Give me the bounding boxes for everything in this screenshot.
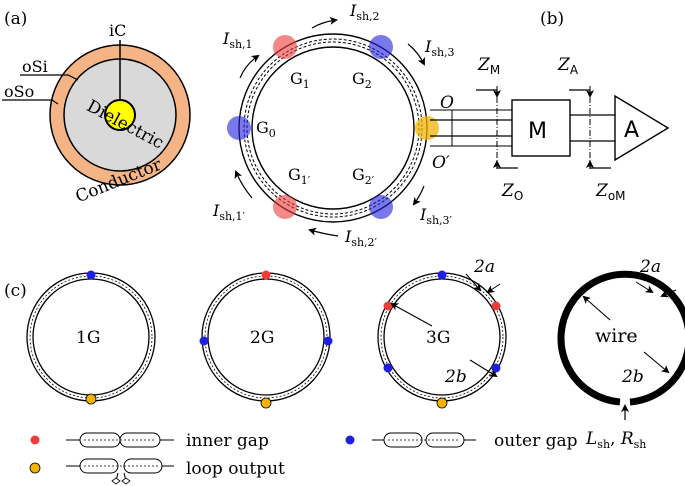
wire-loop	[557, 270, 685, 406]
label-zm: ZM	[477, 55, 500, 77]
wire-2a-arrow-out	[660, 289, 677, 298]
label-zo: ZO	[501, 181, 523, 203]
label-zom: ZoM	[595, 181, 626, 203]
wire-2b-arrow	[643, 351, 670, 374]
block-a	[614, 94, 670, 162]
legend-outer-gap-dot	[345, 435, 355, 445]
arrow-zm	[476, 89, 501, 98]
label-port-o: O	[440, 93, 454, 113]
3g-2a-arrow-out	[486, 283, 501, 294]
label-g2: G2	[352, 69, 372, 91]
wire-2a-arrow-in	[635, 281, 654, 294]
gap-g2p-marker	[369, 195, 393, 219]
legend-inner-gap-symbol	[66, 432, 174, 448]
block-m-label: M	[528, 119, 547, 144]
label-wire-2a: 2a	[639, 257, 661, 277]
2g-inner-gap	[261, 270, 271, 280]
panel-label-a: (a)	[4, 9, 27, 29]
arrow-ish2	[311, 16, 338, 29]
3g-2a-arrow-in	[465, 273, 482, 292]
legend-loop-output-dot	[29, 462, 41, 474]
label-ish2: Ish,2	[349, 1, 380, 23]
arrow-ish2p	[308, 227, 339, 237]
label-2g: 2G	[250, 328, 274, 348]
label-3g-2b: 2b	[444, 367, 467, 387]
label-port-o-prime: O′	[432, 153, 450, 173]
1g-loop-output	[85, 393, 97, 405]
legend-outer-gap-label: outer gap	[494, 431, 578, 451]
label-osi: oSi	[22, 57, 48, 76]
label-3g-2a: 2a	[473, 257, 495, 277]
gap-g1-marker	[273, 35, 297, 59]
label-wire: wire	[595, 325, 638, 347]
3g-2b-arrow	[469, 359, 498, 378]
label-oso: oSo	[4, 82, 34, 101]
gap-g2-marker	[369, 35, 393, 59]
arrow-zo	[493, 160, 518, 169]
block-m	[511, 99, 571, 157]
legend-inner-gap-dot	[30, 435, 40, 445]
3g-outer-gap-top	[437, 270, 447, 280]
3g-outer-gap-left	[383, 363, 393, 373]
feed-line	[430, 109, 615, 147]
label-g0: G0	[256, 118, 276, 140]
label-lsh-rsh: Lsh, Rsh	[585, 429, 646, 451]
2g-outer-gap-left	[199, 336, 209, 346]
osi-leader	[20, 74, 79, 81]
1g-outer-gap	[86, 270, 96, 280]
block-a-label: A	[624, 118, 639, 143]
2g-outer-gap-right	[323, 336, 333, 346]
gap-g0-marker	[227, 116, 251, 140]
wire-radius-arrow	[582, 295, 611, 321]
3g-outer-gap-right	[491, 363, 501, 373]
oso-leader	[2, 99, 59, 105]
arrow-ish1	[239, 54, 260, 79]
arrow-ish3p	[412, 185, 425, 206]
3g-loop-output	[436, 397, 448, 409]
label-1g: 1G	[76, 328, 100, 348]
label-ish3: Ish,3	[424, 37, 455, 59]
label-za: ZA	[557, 55, 579, 77]
loop-output-marker	[415, 116, 439, 140]
cable-cross-section	[49, 44, 191, 186]
arrow-za	[569, 89, 594, 98]
legend-loop-output-symbol	[66, 458, 174, 485]
legend-inner-gap-label: inner gap	[186, 431, 269, 451]
label-3g: 3G	[426, 328, 450, 348]
label-ic: iC	[109, 21, 126, 40]
arrow-zom	[586, 160, 611, 169]
label-g2p: G2′	[352, 165, 375, 187]
arrow-ish3	[407, 43, 425, 66]
2g-loop-output	[260, 397, 272, 409]
label-ish1: Ish,1	[222, 29, 253, 51]
label-ish2p: Ish,2′	[344, 227, 378, 249]
3g-inner-gap-left	[383, 301, 393, 311]
panel-label-b: (b)	[540, 9, 564, 29]
gap-g1p-marker	[273, 195, 297, 219]
arrow-ish1p	[234, 170, 253, 199]
label-wire-2b: 2b	[621, 367, 644, 387]
panel-label-c: (c)	[4, 281, 27, 301]
3g-inner-gap-right	[491, 301, 501, 311]
legend-loop-output-label: loop output	[186, 459, 285, 479]
label-ish1p: Ish,1′	[212, 201, 246, 223]
label-g1: G1	[290, 69, 310, 91]
label-ish3p: Ish,3′	[419, 205, 453, 227]
3g-radius-arrow	[390, 303, 433, 327]
label-g1p: G1′	[288, 165, 311, 187]
legend-outer-gap-symbol	[372, 432, 476, 448]
